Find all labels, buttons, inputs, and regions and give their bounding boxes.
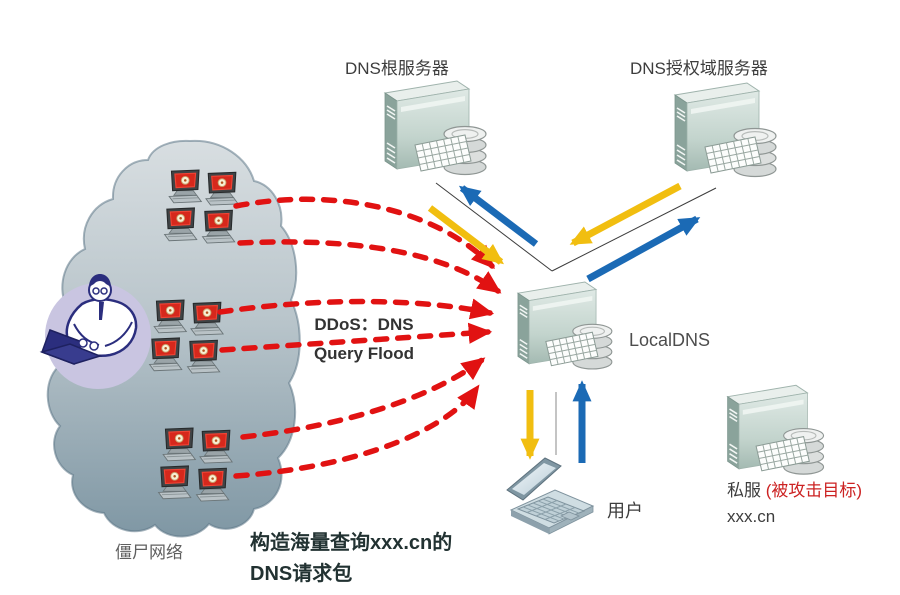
- attack-caption-line2: DNS请求包: [250, 563, 353, 585]
- private-server-icon: [726, 384, 825, 475]
- localdns-server-icon: [517, 281, 613, 370]
- dns-response-arrows-yellow: [427, 182, 682, 460]
- dns-query-arrows-blue: [458, 185, 701, 463]
- hacker-at-laptop-icon: [39, 274, 151, 389]
- botnet-label: 僵尸网络: [115, 543, 183, 562]
- dns-root-server-label: DNS根服务器: [345, 59, 449, 78]
- private-server-label: 私服 (被攻击目标) xxx.cn: [727, 478, 862, 530]
- attack-type-line1: DDoS：DNS: [314, 315, 414, 334]
- dns-auth-server-label: DNS授权域服务器: [630, 59, 768, 78]
- localdns-label: LocalDNS: [629, 330, 711, 350]
- attack-type-title: DDoS：DNS Query Flood: [290, 310, 438, 368]
- user-laptop-icon: [507, 457, 593, 534]
- attack-caption-line1: 构造海量查询xxx.cn的: [250, 532, 453, 554]
- private-server-domain: xxx.cn: [727, 507, 776, 526]
- attack-type-line2: Query Flood: [313, 344, 415, 363]
- private-server-name: 私服: [727, 481, 766, 500]
- dns-root-server-icon: [384, 80, 487, 176]
- user-label: 用户: [607, 501, 643, 521]
- attack-arrows-red-dashed: [217, 196, 502, 479]
- reference-lines: [435, 182, 717, 455]
- dns-auth-server-icon: [674, 82, 777, 178]
- private-server-target-note: (被攻击目标): [765, 481, 863, 500]
- attack-caption: 构造海量查询xxx.cn的 DNS请求包: [250, 528, 452, 590]
